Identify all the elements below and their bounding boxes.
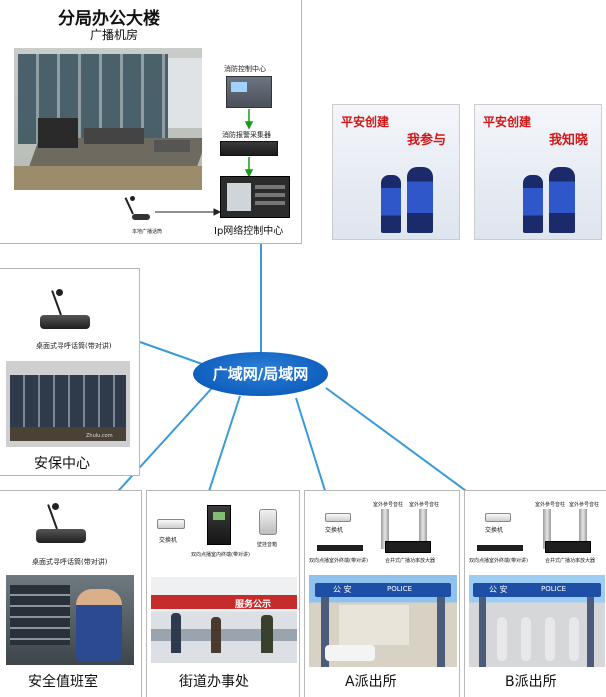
- network-label: 广域网/局域网: [212, 365, 309, 383]
- street-office-panel: 交换机 双向点播室内终端(带对讲) 壁挂音箱 服务公示 街道办事处: [146, 490, 300, 697]
- control-room-photo: [14, 48, 202, 190]
- station-a-sign: 公 安: [333, 585, 352, 594]
- station-b-amp-label: 合并式广播功率放大器: [545, 558, 596, 564]
- column-speaker-icon: [543, 509, 551, 549]
- station-b-terminal-label: 双向点播室外终端(带对讲): [469, 558, 528, 564]
- column-speaker-icon: [419, 509, 427, 549]
- station-b-photo: 公 安 POLICE: [469, 575, 605, 667]
- duty-room-panel: 桌面式寻呼话筒(带对讲) 安全值班室: [0, 490, 142, 697]
- police-figure-icon: [523, 175, 543, 233]
- police-figure-icon: [407, 167, 433, 233]
- poster-2-line1: 平安创建: [483, 115, 532, 129]
- station-a-switch-label: 交换机: [325, 527, 344, 534]
- outdoor-terminal-icon: [317, 545, 363, 551]
- ip-center-label: Ip网络控制中心: [214, 226, 284, 237]
- street-office-title: 街道办事处: [179, 674, 249, 690]
- amplifier-icon: [385, 541, 431, 553]
- police-figure-icon: [549, 167, 575, 233]
- security-mic-label: 桌面式寻呼话筒(带对讲): [36, 342, 112, 350]
- station-b-sign-en: POLICE: [541, 585, 567, 593]
- slogan-poster-2: 平安创建 我知晓: [474, 104, 602, 240]
- fire-alarm-collector: [220, 141, 278, 156]
- station-a-amp-label: 合并式广播功率放大器: [385, 558, 436, 564]
- street-photo-sign: 服务公示: [235, 600, 272, 610]
- switch-icon: [325, 513, 351, 522]
- station-a-title: A派出所: [345, 674, 397, 690]
- fire-control-panel: [226, 76, 272, 108]
- duty-mic-label: 桌面式寻呼话筒(带对讲): [32, 558, 108, 566]
- desk-mic-icon: [40, 289, 90, 331]
- street-switch-label: 交换机: [159, 537, 178, 544]
- security-center-title: 安保中心: [34, 456, 90, 472]
- monitoring-wall-photo: Zhulu.com: [6, 361, 130, 447]
- station-b-panel: 室外參号音柱 室外參号音柱 交换机 双向点播室外终端(带对讲) 合并式广播功率放…: [464, 490, 606, 697]
- station-b-sign: 公 安: [489, 585, 508, 594]
- poster-1-line1: 平安创建: [341, 115, 390, 129]
- link-security-center: [139, 341, 206, 366]
- station-b-speaker1-label: 室外參号音柱: [535, 502, 566, 508]
- switch-icon: [485, 513, 511, 522]
- poster-1-line2: 我参与: [407, 133, 447, 148]
- wall-speaker-icon: [259, 509, 277, 535]
- station-a-speaker2-label: 室外參号音柱: [409, 502, 440, 508]
- fire-center-label: 消防控制中心: [224, 65, 266, 73]
- station-a-panel: 室外參号音柱 室外參号音柱 交换机 双向点播室外终端(带对讲) 合并式广播功率放…: [304, 490, 460, 697]
- station-a-photo: 公 安 POLICE: [309, 575, 457, 667]
- fire-collector-label: 消防报警采集器: [222, 131, 271, 139]
- hq-building-panel: 分局办公大楼 广播机房 消防控制中心 消防报警采集器 Ip网络控制中心: [0, 0, 302, 244]
- link-duty-room: [109, 387, 213, 501]
- amplifier-icon: [545, 541, 591, 553]
- desk-mic-icon: [36, 503, 86, 545]
- local-mic-label: 本地广播话筒: [132, 229, 163, 235]
- station-b-switch-label: 交换机: [485, 527, 504, 534]
- slogan-poster-1: 平安创建 我参与: [332, 104, 460, 240]
- link-station-b: [325, 387, 493, 511]
- duty-room-photo: [6, 575, 134, 665]
- column-speaker-icon: [381, 509, 389, 549]
- ip-network-controller: [220, 176, 290, 218]
- switch-icon: [157, 519, 185, 529]
- wan-lan-cloud: 广域网/局域网: [193, 352, 328, 396]
- outdoor-terminal-icon: [477, 545, 523, 551]
- station-b-speaker2-label: 室外參号音柱: [569, 502, 600, 508]
- street-terminal-label: 双向点播室内终端(带对讲): [191, 552, 250, 558]
- indoor-terminal-icon: [207, 505, 231, 545]
- hq-subtitle: 广播机房: [90, 28, 139, 42]
- security-center-panel: 桌面式寻呼话筒(带对讲) Zhulu.com 安保中心: [0, 268, 140, 476]
- local-mic-icon: [124, 196, 154, 222]
- hq-title: 分局办公大楼: [58, 9, 160, 29]
- street-office-photo: 服务公示: [151, 577, 297, 663]
- street-speaker-label: 壁挂音箱: [257, 542, 278, 548]
- station-a-sign-en: POLICE: [387, 585, 413, 593]
- police-figure-icon: [381, 175, 401, 233]
- poster-2-line2: 我知晓: [549, 133, 589, 148]
- hq-arrows: [155, 109, 254, 216]
- column-speaker-icon: [579, 509, 587, 549]
- duty-room-title: 安全值班室: [28, 674, 98, 690]
- station-a-speaker1-label: 室外參号音柱: [373, 502, 404, 508]
- station-b-title: B派出所: [505, 674, 557, 690]
- station-a-terminal-label: 双向点播室外终端(带对讲): [309, 558, 368, 564]
- security-photo-caption: Zhulu.com: [86, 433, 113, 439]
